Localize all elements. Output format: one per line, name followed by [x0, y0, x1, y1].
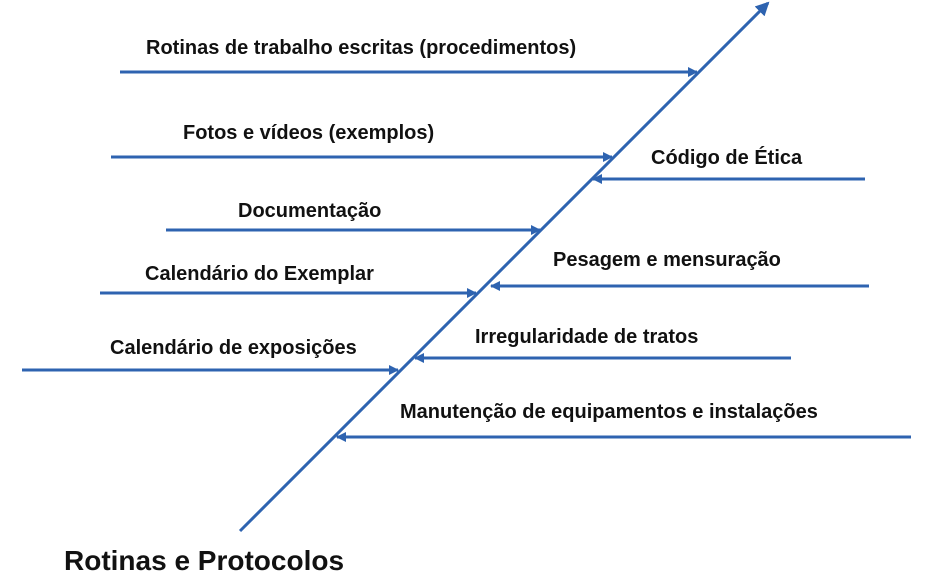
cause-label-fotos-e-videos: Fotos e vídeos (exemplos)	[183, 122, 435, 144]
cause-label-documentacao: Documentação	[238, 200, 382, 222]
spine-arrow	[238, 1, 770, 533]
cause-label-calendario-do-exemplar: Calendário do Exemplar	[145, 263, 374, 285]
cause-label-irregularidade-de-tratos: Irregularidade de tratos	[475, 326, 699, 348]
cause-label-calendario-de-exposicoes: Calendário de exposições	[110, 337, 357, 359]
diagram-title: Rotinas e Protocolos	[64, 545, 345, 576]
cause-label-pesagem-e-mensuracao: Pesagem e mensuração	[553, 249, 781, 271]
cause-label-rotinas-de-trabalho: Rotinas de trabalho escritas (procedimen…	[146, 37, 577, 59]
cause-label-manutencao: Manutenção de equipamentos e instalações	[400, 401, 818, 423]
cause-label-codigo-de-etica: Código de Ética	[651, 147, 803, 169]
